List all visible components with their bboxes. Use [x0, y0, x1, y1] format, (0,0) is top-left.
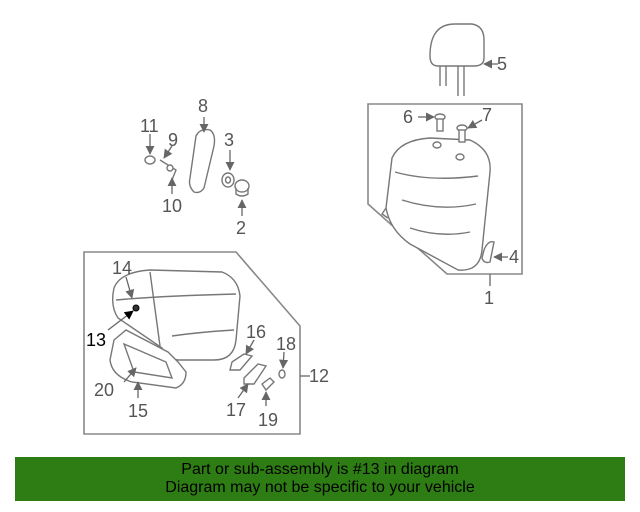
- callout-12[interactable]: 12: [309, 366, 329, 386]
- cushion-frame: [83, 251, 301, 435]
- seatback-frame: [367, 103, 523, 275]
- leader-18: [278, 351, 289, 369]
- callout-17[interactable]: 17: [226, 400, 246, 420]
- callout-16[interactable]: 16: [246, 322, 266, 342]
- leader-17: [237, 383, 249, 399]
- leader-20: [123, 367, 137, 383]
- washer-part-3[interactable]: [221, 172, 235, 188]
- cap-part-2[interactable]: [234, 179, 250, 197]
- leader-9: [163, 145, 173, 159]
- leader-14: [125, 276, 135, 299]
- callout-9[interactable]: 9: [168, 130, 178, 150]
- leader-16: [245, 339, 255, 355]
- bolt-part-6[interactable]: [434, 113, 446, 132]
- leader-13: [107, 310, 134, 331]
- knob-part-11[interactable]: [144, 155, 156, 165]
- callout-13[interactable]: 13: [86, 330, 106, 350]
- seatback-part[interactable]: [381, 137, 491, 271]
- banner-line-2: Diagram may not be specific to your vehi…: [165, 479, 475, 496]
- trim-part-16[interactable]: [229, 353, 254, 371]
- callout-4[interactable]: 4: [509, 247, 519, 267]
- info-banner: Part or sub-assembly is #13 in diagram D…: [15, 457, 625, 501]
- callout-20[interactable]: 20: [94, 380, 114, 400]
- cover-part-4[interactable]: [481, 240, 495, 264]
- callout-7[interactable]: 7: [482, 105, 492, 125]
- callout-18[interactable]: 18: [276, 334, 296, 354]
- trim-part-17[interactable]: [243, 363, 268, 385]
- clip-part-19[interactable]: [261, 377, 275, 392]
- callout-5[interactable]: 5: [497, 54, 507, 74]
- callout-2[interactable]: 2: [236, 218, 246, 238]
- side-trim-part-8[interactable]: [188, 128, 216, 194]
- banner-line-1: Part or sub-assembly is #13 in diagram: [181, 461, 459, 478]
- callout-6[interactable]: 6: [403, 107, 413, 127]
- callout-14[interactable]: 14: [112, 258, 132, 278]
- bolt-part-7[interactable]: [456, 124, 468, 143]
- callout-3[interactable]: 3: [224, 130, 234, 150]
- headrest-part[interactable]: [429, 23, 485, 96]
- cushion-part[interactable]: [111, 269, 241, 361]
- hook-part-13[interactable]: [132, 304, 140, 312]
- callout-1[interactable]: 1: [484, 288, 494, 308]
- callout-10[interactable]: 10: [162, 196, 182, 216]
- clip-part-18[interactable]: [278, 369, 286, 379]
- callout-19[interactable]: 19: [258, 410, 278, 430]
- leader-7: [467, 119, 483, 129]
- callout-15[interactable]: 15: [128, 401, 148, 421]
- callout-11[interactable]: 11: [140, 116, 159, 136]
- callout-8[interactable]: 8: [198, 96, 208, 116]
- lever-part-9[interactable]: [159, 159, 177, 181]
